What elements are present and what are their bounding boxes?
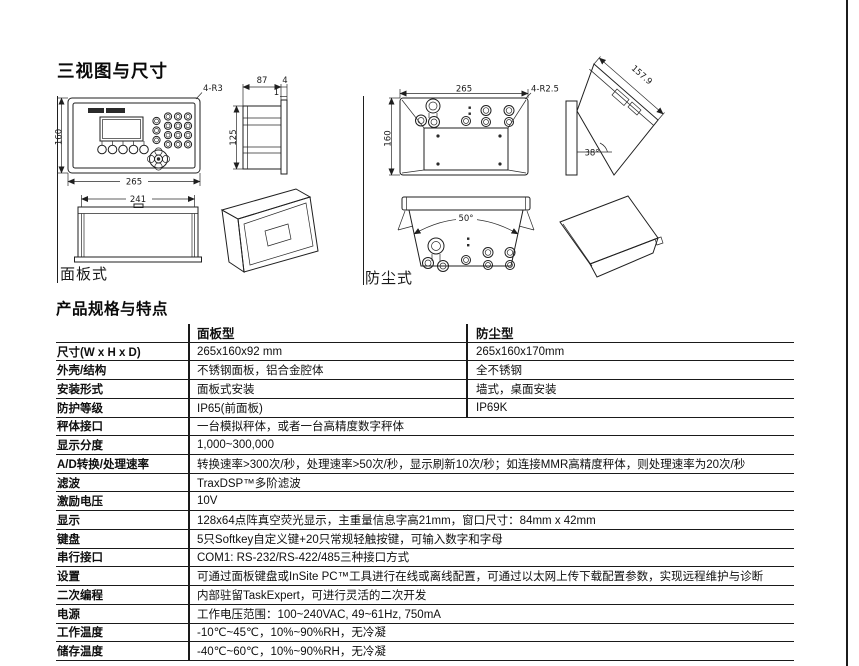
dimension-bottom-width: 241	[81, 194, 195, 207]
dimension-side-depth: 87 4 1	[242, 76, 288, 106]
svg-text:160: 160	[384, 130, 394, 146]
three-view-drawing: 160 265 4-R3 87 4 1	[55, 56, 665, 285]
dimension-slant: 157.9	[593, 56, 665, 121]
spec-row: 滤波 TraxDSP™多阶滤波	[56, 473, 794, 493]
harsh-back-view: 265 4-R2.5 160	[384, 85, 559, 176]
svg-text:241: 241	[130, 195, 146, 205]
svg-text:265: 265	[126, 178, 142, 188]
svg-text:38°: 38°	[584, 149, 599, 159]
nav-pad	[147, 147, 170, 171]
dimension-front-height: 160	[55, 97, 68, 174]
spec-row: 秤体接口 一台模拟秤体，或者一台高精度数字秤体	[56, 417, 794, 437]
corner-radius-callout: 4-R3	[195, 84, 223, 100]
spec-row: 激励电压 10V	[56, 492, 794, 512]
panel-front-view: 160 265 4-R3	[55, 84, 223, 188]
svg-text:4-R3: 4-R3	[203, 84, 223, 94]
spec-row: 工作温度 -10℃~45℃，10%~90%RH，无冷凝	[56, 623, 794, 643]
harsh-side-view: 157.9 38°	[565, 56, 665, 176]
panel-version-caption: 面板式	[60, 266, 109, 283]
spec-table: 面板型 防尘型 尺寸(W x H x D) 265x160x92 mm 265x…	[56, 324, 794, 661]
spec-row: 尺寸(W x H x D) 265x160x92 mm 265x160x170m…	[56, 342, 794, 362]
spec-row: 电源 工作电压范围：100~240VAC, 49~61Hz, 750mA	[56, 604, 794, 624]
display-window	[99, 116, 144, 142]
spec-row: 储存温度 -40℃~60℃，10%~90%RH，无冷凝	[56, 642, 794, 661]
softkey-row	[97, 141, 149, 155]
panel-bottom-view: 241	[74, 194, 202, 263]
numeric-keypad	[163, 112, 193, 149]
panel-3d-view	[220, 188, 319, 274]
svg-text:4: 4	[282, 76, 287, 86]
harsh-3d-view	[559, 195, 664, 278]
svg-text:125: 125	[229, 129, 239, 145]
svg-text:4-R2.5: 4-R2.5	[531, 85, 559, 95]
dimension-front-width: 265	[67, 173, 201, 188]
spec-row: 显示分度 1,000~300,000	[56, 436, 794, 456]
brand-logo-mark	[88, 108, 104, 113]
dimension-side-height: 125	[229, 105, 243, 170]
col-header-harsh: 防尘型	[476, 327, 514, 342]
harsh-version-caption: 防尘式	[365, 270, 414, 287]
cable-glands	[415, 98, 515, 128]
spec-row: 显示 128x64点阵真空荧光显示，主重量信息字高21mm，窗口尺寸：84mm …	[56, 511, 794, 530]
svg-text:160: 160	[55, 129, 65, 145]
svg-text:265: 265	[456, 85, 472, 95]
col-header-panel: 面板型	[190, 324, 468, 342]
page-border-rule	[846, 0, 848, 666]
spec-row: 防护等级 IP65(前面板) IP69K	[56, 398, 794, 418]
spec-row: A/D转换/处理速率 转换速率>300次/秒，处理速率>50次/秒，显示刷新10…	[56, 455, 794, 474]
corner-radius-callout-harsh: 4-R2.5	[524, 85, 559, 100]
spec-row: 二次编程 内部驻留TaskExpert，可进行灵活的二次开发	[56, 586, 794, 605]
spec-row: 键盘 5只Softkey自定义键+20只常规轻触按键，可输入数字和字母	[56, 529, 794, 549]
angle-38-callout: 38°	[577, 142, 612, 159]
harsh-bottom-view: 50°	[397, 196, 535, 272]
views-section-title: 三视图与尺寸	[57, 61, 168, 81]
svg-text:157.9: 157.9	[629, 64, 654, 88]
svg-text:1: 1	[274, 88, 279, 98]
svg-text:50°: 50°	[458, 214, 473, 224]
panel-side-view: 87 4 1 125	[229, 76, 288, 175]
dimension-back-width: 265	[399, 85, 529, 98]
svg-text:87: 87	[257, 76, 268, 86]
spec-header-row: 面板型 防尘型	[56, 324, 794, 343]
dimension-back-height: 160	[384, 97, 400, 176]
angle-50-callout: 50°	[413, 213, 519, 235]
spec-row: 串行接口 COM1: RS-232/RS-422/485三种接口方式	[56, 548, 794, 568]
spec-row: 设置 可通过面板键盘或InSite PC™工具进行在线或离线配置，可通过以太网上…	[56, 567, 794, 587]
cable-glands-bottom	[422, 237, 516, 272]
function-keys	[152, 116, 161, 145]
specs-section-title: 产品规格与特点	[56, 301, 169, 318]
spec-row: 外壳/结构 不锈钢面板，铝合金腔体 全不锈钢	[56, 361, 794, 381]
spec-row: 安装形式 面板式安装 墙式，桌面安装	[56, 380, 794, 399]
